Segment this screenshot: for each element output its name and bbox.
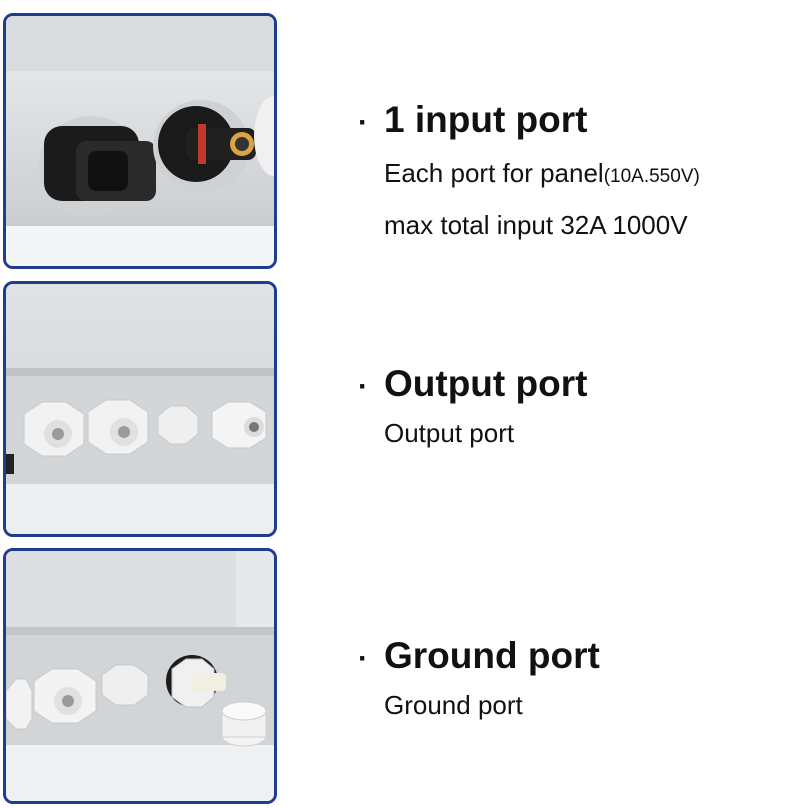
feature-detail: Each port for panel(10A.550V) bbox=[358, 149, 798, 201]
input-port-photo bbox=[3, 13, 277, 269]
feature-title: · Output port bbox=[358, 362, 798, 409]
feature-title: · 1 input port bbox=[358, 98, 798, 145]
detail-main: Each port for panel bbox=[384, 158, 604, 188]
cable-gland bbox=[87, 399, 149, 455]
output-port-photo bbox=[3, 281, 277, 537]
detail-rating: (10A.550V) bbox=[603, 166, 700, 187]
feature-input-port: · 1 input port Each port for panel(10A.55… bbox=[358, 98, 798, 249]
feature-ground-port: · Ground port Ground port bbox=[358, 634, 798, 729]
blanking-plug bbox=[101, 664, 149, 706]
cable-gland bbox=[23, 401, 85, 457]
bullet: · bbox=[358, 106, 368, 139]
title-text: 1 input port bbox=[384, 99, 588, 140]
ground-gland bbox=[166, 655, 226, 708]
feature-detail: Ground port bbox=[384, 690, 523, 720]
ground-port-photo bbox=[3, 548, 277, 804]
feature-title: · Ground port bbox=[358, 634, 798, 681]
bullet: · bbox=[358, 642, 368, 675]
title-text: Output port bbox=[384, 363, 588, 404]
feature-detail: Output port bbox=[384, 418, 515, 448]
cable-gland bbox=[6, 678, 33, 730]
mc4-connector-male bbox=[39, 116, 156, 216]
bullet: · bbox=[358, 370, 368, 403]
cable-gland bbox=[33, 668, 97, 724]
feature-output-port: · Output port Output port bbox=[358, 362, 798, 457]
gland-cap bbox=[221, 701, 267, 747]
cable-gland bbox=[211, 401, 267, 449]
mc4-connector-female bbox=[153, 100, 256, 192]
blanking-plug bbox=[157, 405, 199, 445]
feature-detail: max total input 32A 1000V bbox=[384, 210, 688, 240]
title-text: Ground port bbox=[384, 635, 600, 676]
